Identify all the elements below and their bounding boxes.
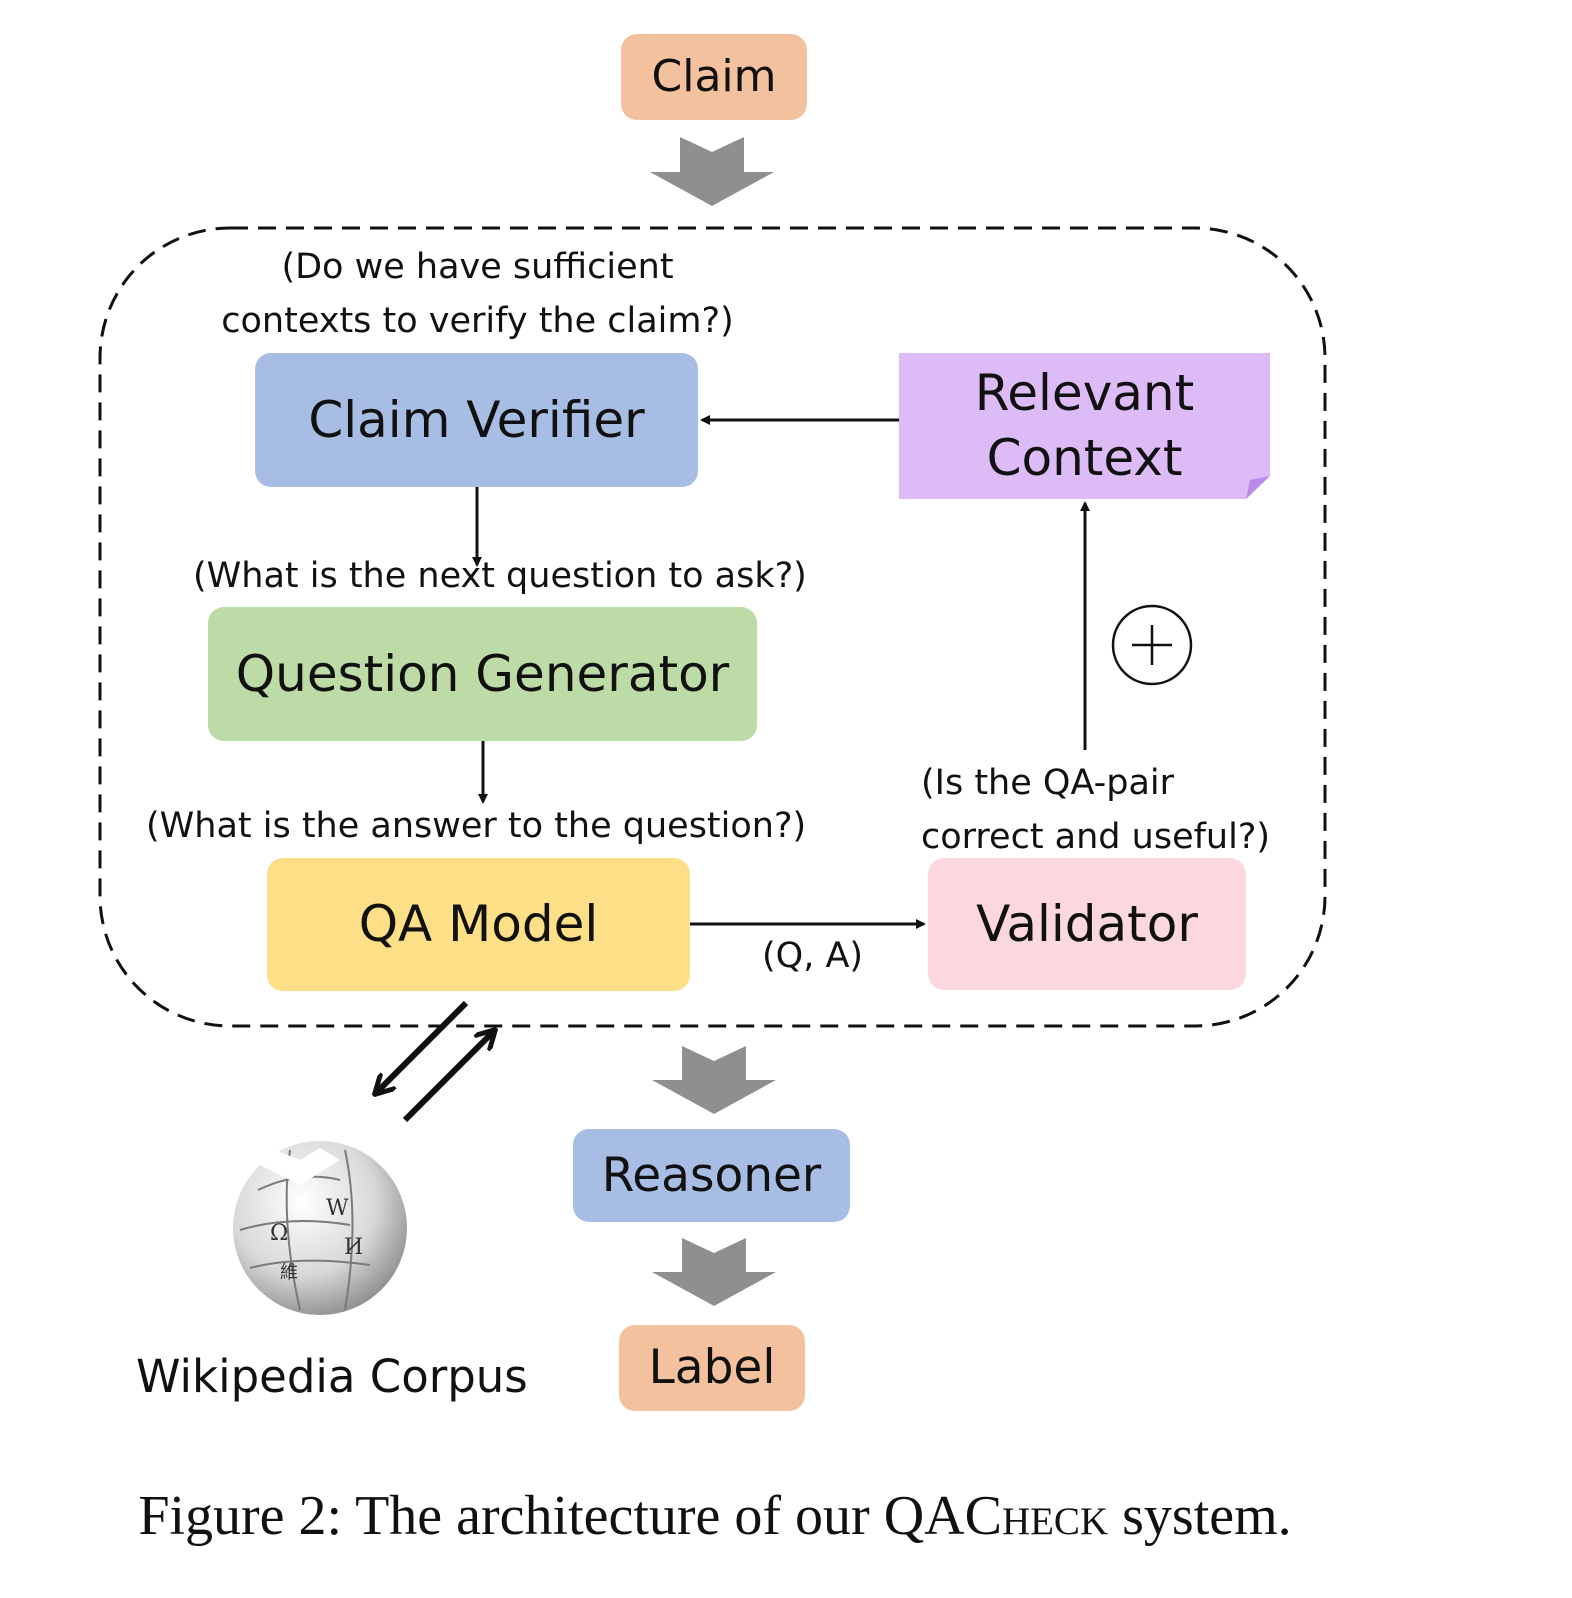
big-arrow-to-reasoner xyxy=(652,1046,776,1114)
claim-verifier-node: Claim Verifier xyxy=(255,353,698,487)
figure-caption: Figure 2: The architecture of our QAChec… xyxy=(0,1484,1430,1548)
reasoner-node: Reasoner xyxy=(573,1129,850,1222)
plus-circle-icon xyxy=(1111,604,1193,686)
big-arrow-claim-down xyxy=(650,137,774,206)
relevant-context-node: Relevant Context xyxy=(899,353,1270,499)
wikipedia-globe-icon: Ω W И 維 xyxy=(233,1141,407,1315)
validator-node: Validator xyxy=(928,858,1246,990)
qa-question: (What is the answer to the question?) xyxy=(146,806,807,846)
svg-text:W: W xyxy=(326,1196,349,1221)
relevant-context-line1: Relevant xyxy=(974,364,1195,422)
pipeline-boundary xyxy=(98,226,1327,1028)
arrow-qa-to-wikipedia xyxy=(376,1000,469,1093)
validator-question-line1: (Is the QA-pair xyxy=(921,763,1175,803)
verifier-question: (Do we have sufficient contexts to verif… xyxy=(200,240,755,348)
svg-text:Ω: Ω xyxy=(270,1221,288,1246)
svg-text:維: 維 xyxy=(280,1262,298,1283)
verifier-question-line2: contexts to verify the claim?) xyxy=(221,301,734,341)
caption-prefix: Figure 2: The architecture of our xyxy=(138,1485,884,1547)
question-generator-node: Question Generator xyxy=(208,607,757,741)
caption-suffix: system. xyxy=(1108,1485,1292,1547)
claim-node: Claim xyxy=(621,34,807,120)
big-arrow-to-label xyxy=(652,1238,776,1306)
relevant-context-line2: Context xyxy=(986,429,1183,487)
caption-system-q: QAC xyxy=(883,1485,1002,1547)
qa-pair-edge-label: (Q, A) xyxy=(762,936,864,976)
relevant-context-shape xyxy=(899,353,1270,499)
verifier-question-line1: (Do we have sufficient xyxy=(281,247,674,287)
validator-question: (Is the QA-pair correct and useful?) xyxy=(921,756,1270,864)
arrow-wikipedia-to-qa xyxy=(402,1031,494,1123)
label-node: Label xyxy=(619,1325,805,1411)
relevant-context-fold xyxy=(1246,476,1270,499)
svg-text:И: И xyxy=(344,1235,363,1260)
validator-question-line2: correct and useful?) xyxy=(921,817,1271,857)
wikipedia-corpus-label: Wikipedia Corpus xyxy=(136,1350,528,1403)
qa-model-node: QA Model xyxy=(267,858,690,991)
generator-question: (What is the next question to ask?) xyxy=(193,556,807,596)
caption-system-rest: heck xyxy=(1001,1485,1109,1547)
